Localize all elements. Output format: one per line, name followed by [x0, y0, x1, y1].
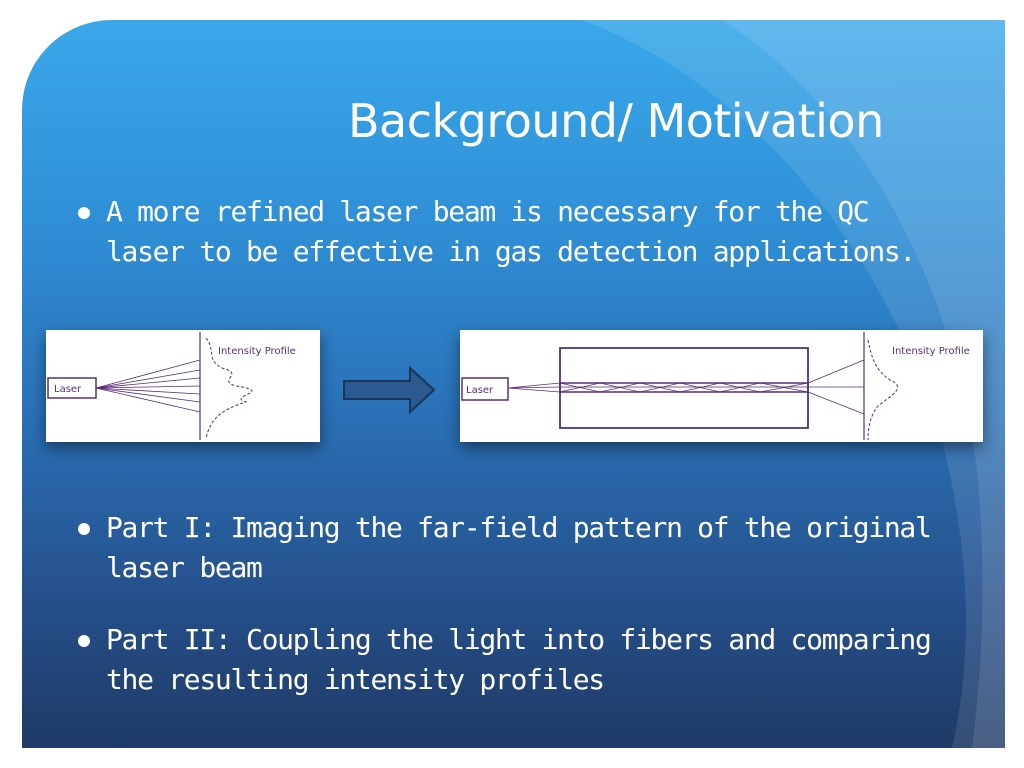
slide: Background/ Motivation A more refined la…	[22, 20, 1005, 748]
slide-title: Background/ Motivation	[348, 94, 884, 148]
beam-rays	[507, 359, 865, 415]
bullet-item: Part I: Imaging the far-field pattern of…	[78, 508, 938, 588]
figure-fiber-coupled-beam: Laser Intensity Profile	[460, 330, 983, 442]
bullet-dot-icon	[78, 635, 90, 647]
fiber-outer	[559, 347, 809, 429]
beam-rays	[95, 359, 201, 413]
laser-box	[461, 377, 509, 401]
intensity-profile-label: Intensity Profile	[218, 346, 296, 357]
bullet-text: Part II: Coupling the light into fibers …	[106, 623, 932, 696]
figure-original-beam: Laser Intensity Profile	[46, 330, 320, 442]
background-swoosh	[582, 20, 1005, 748]
bullet-dot-icon	[78, 207, 90, 219]
laser-label: Laser	[54, 384, 82, 395]
intensity-profile-label: Intensity Profile	[892, 346, 970, 357]
bullet-item: Part II: Coupling the light into fibers …	[78, 620, 938, 700]
laser-label: Laser	[466, 385, 494, 396]
right-arrow-icon	[343, 365, 436, 415]
bullet-item: A more refined laser beam is necessary f…	[78, 192, 938, 272]
intensity-profile-curve	[205, 337, 253, 439]
bullet-text: Part I: Imaging the far-field pattern of…	[106, 511, 932, 584]
fiber-core	[559, 382, 809, 393]
bullet-dot-icon	[78, 523, 90, 535]
bullet-text: A more refined laser beam is necessary f…	[106, 195, 916, 268]
